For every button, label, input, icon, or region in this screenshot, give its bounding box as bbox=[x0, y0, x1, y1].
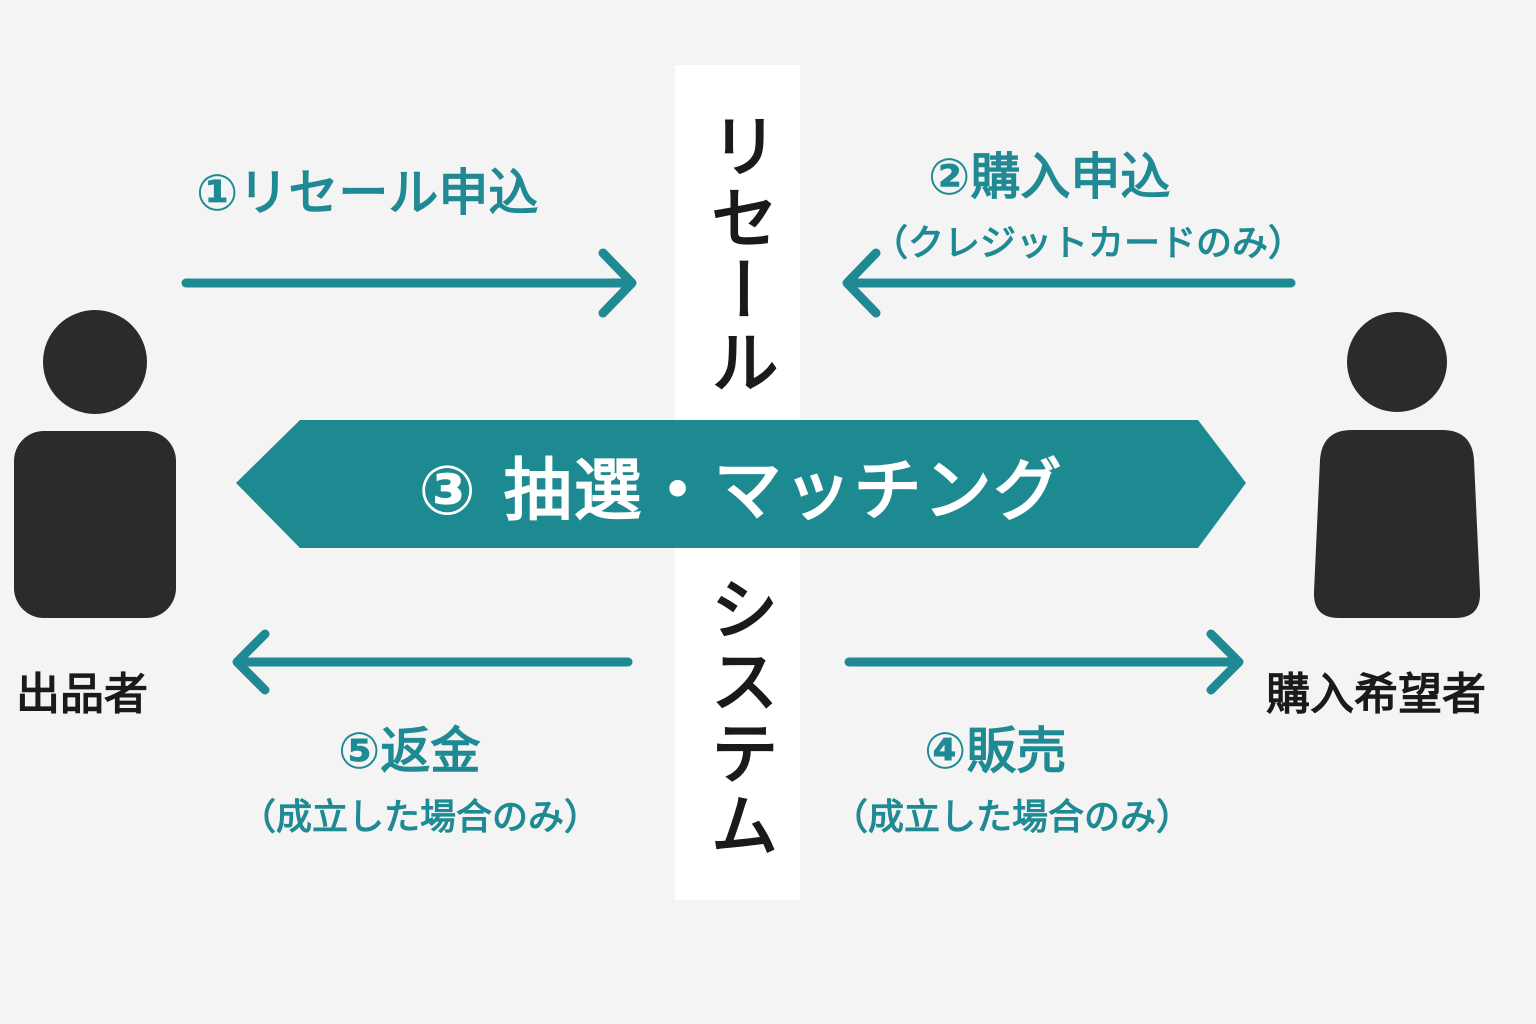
buyer-person-icon bbox=[1313, 312, 1481, 618]
seller-person-icon bbox=[14, 310, 176, 618]
system-label-top: リセール bbox=[698, 111, 777, 399]
matching-title: ③ 抽選・マッチング bbox=[418, 451, 1064, 531]
step5-title: ⑤返金 bbox=[338, 722, 481, 780]
step1-title: ①リセール申込 bbox=[196, 164, 539, 222]
arrow-purchase-application bbox=[842, 248, 1296, 318]
step5-note: （成立した場合のみ） bbox=[240, 797, 601, 838]
buyer-label: 購入希望者 bbox=[1266, 669, 1486, 720]
seller-label: 出品者 bbox=[16, 669, 148, 720]
arrow-refund bbox=[232, 629, 633, 695]
matching-banner bbox=[236, 420, 1246, 548]
step4-note: （成立した場合のみ） bbox=[832, 797, 1193, 838]
arrow-sale bbox=[844, 629, 1244, 695]
system-label-bottom: システム bbox=[698, 574, 777, 862]
step2-note: （クレジットカードのみ） bbox=[872, 223, 1305, 264]
step2-title: ②購入申込 bbox=[928, 148, 1171, 206]
step4-title: ④販売 bbox=[924, 722, 1067, 780]
arrow-resale-application bbox=[181, 248, 637, 318]
